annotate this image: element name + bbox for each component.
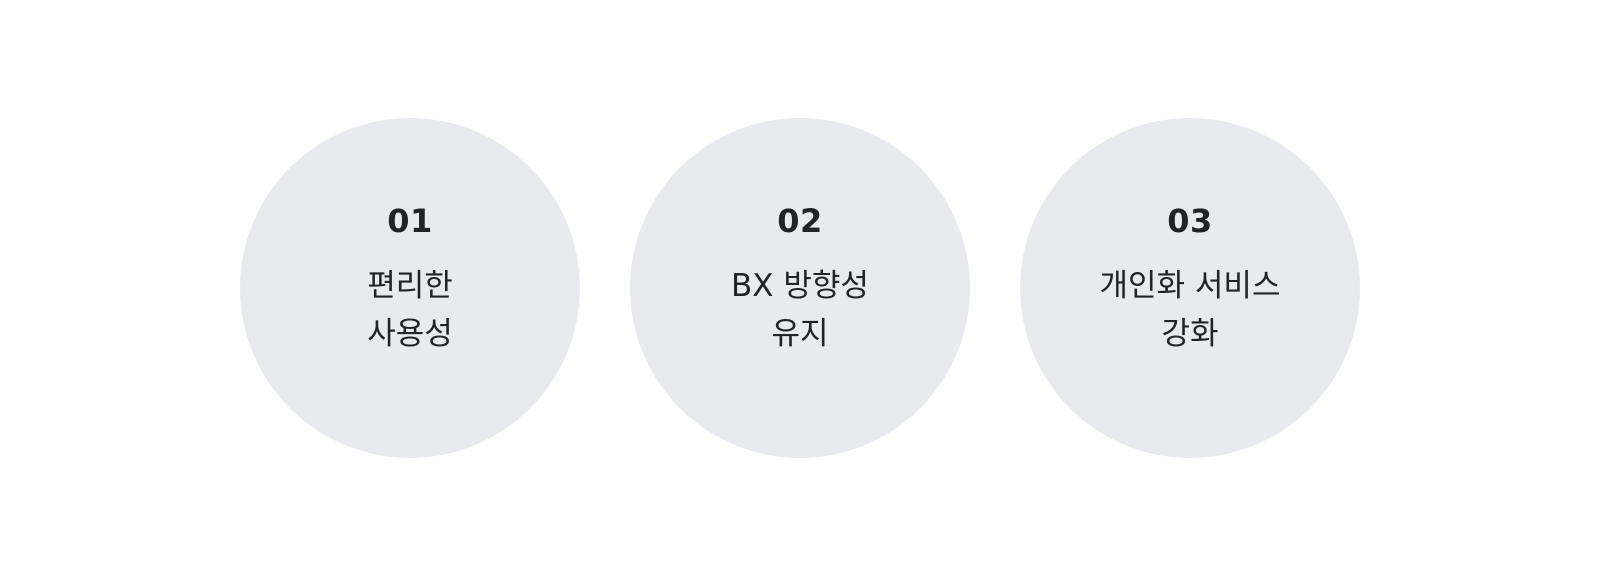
feature-label-line: BX 방향성 bbox=[731, 268, 869, 304]
feature-circle-1: 01 편리한 사용성 bbox=[240, 118, 580, 458]
feature-label-line: 개인화 서비스 bbox=[1099, 268, 1281, 304]
feature-circle-3: 03 개인화 서비스 강화 bbox=[1020, 118, 1360, 458]
feature-number: 03 bbox=[1167, 202, 1213, 240]
feature-label: 개인화 서비스 강화 bbox=[1100, 262, 1281, 358]
feature-number: 02 bbox=[777, 202, 823, 240]
feature-label-line: 강화 bbox=[1161, 316, 1219, 352]
feature-label-line: 사용성 bbox=[367, 316, 453, 352]
feature-label-line: 편리한 bbox=[367, 268, 453, 304]
feature-label: BX 방향성 유지 bbox=[731, 262, 869, 358]
feature-number: 01 bbox=[387, 202, 433, 240]
feature-label-line: 유지 bbox=[771, 316, 829, 352]
feature-circle-2: 02 BX 방향성 유지 bbox=[630, 118, 970, 458]
feature-label: 편리한 사용성 bbox=[367, 262, 453, 358]
